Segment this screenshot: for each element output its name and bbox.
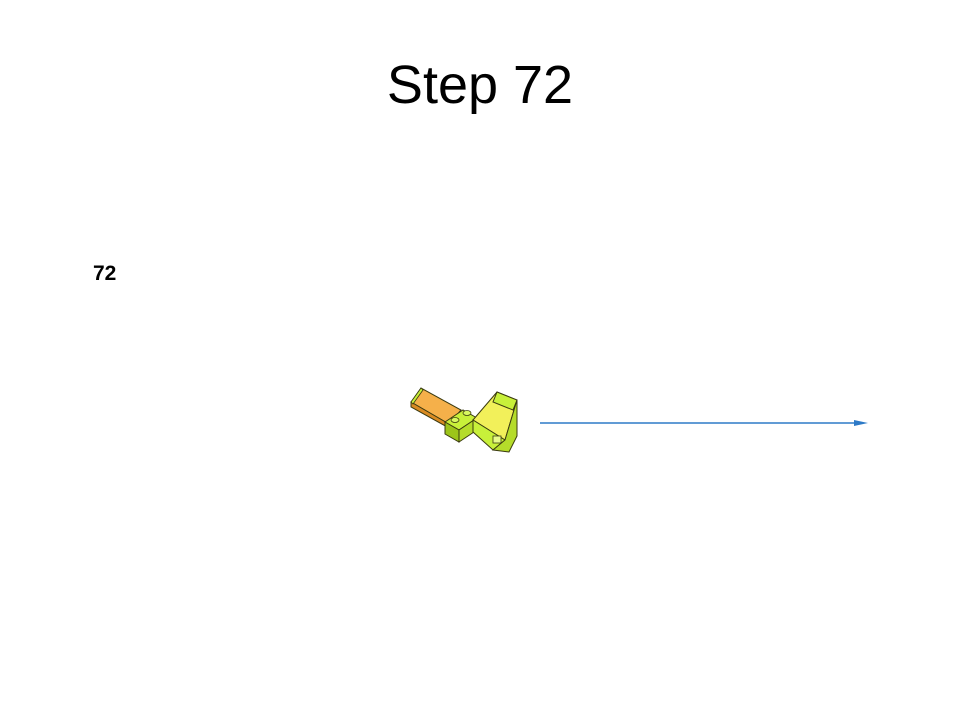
orange-slope-brick [410,387,462,429]
slide-title: Step 72 [386,55,574,115]
step-number: 72 [93,262,117,285]
brick-assembly-icon [410,387,518,453]
lime-base-brick [444,409,478,443]
arrow-right-icon [540,420,868,426]
lime-wedge-brick [472,391,518,453]
arrow-head [854,420,868,426]
